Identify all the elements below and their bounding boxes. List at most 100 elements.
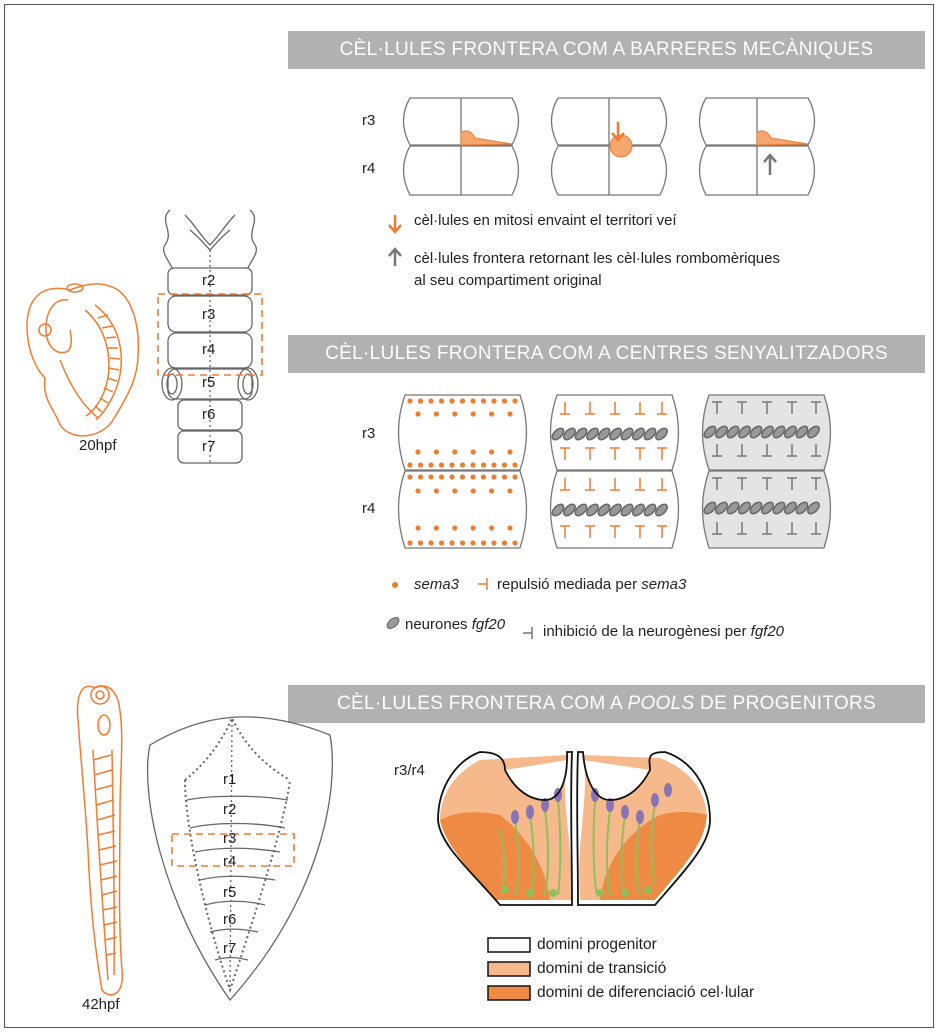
signal-row-r3: r3 <box>362 425 375 442</box>
sema3-dot <box>415 449 420 454</box>
legend-sema3: sema3 <box>414 576 459 593</box>
barrier-cell-3 <box>700 98 815 195</box>
signal-cell-1 <box>399 395 527 548</box>
sema3-dot <box>470 398 475 403</box>
fgf20-neuron <box>596 426 612 442</box>
fgf20-neuron <box>654 502 670 518</box>
sema3-dot <box>491 462 496 467</box>
rh20-r5: r5 <box>202 374 215 391</box>
legend-neurons-pre: neurones <box>405 616 472 633</box>
rh42-r1: r1 <box>223 771 236 788</box>
sema3-dot <box>418 462 423 467</box>
sema3-dot <box>502 540 507 545</box>
repulsion-glyph <box>610 448 620 460</box>
sema3-dot <box>428 474 433 479</box>
rh42-r5: r5 <box>223 884 236 901</box>
legend-neuron-mark <box>385 615 401 630</box>
barrier-cell-1 <box>404 98 519 195</box>
rh20-r2: r2 <box>202 272 215 289</box>
barrier-row-r4: r4 <box>362 160 375 177</box>
legend-mitosis: cèl·lules en mitosi envaint el territori… <box>414 212 677 229</box>
barrier-arrows <box>389 122 776 266</box>
sema3-dot <box>407 540 412 545</box>
repulsion-glyph <box>560 402 570 414</box>
sema3-dot <box>471 525 476 530</box>
rh42-r2: r2 <box>223 801 236 818</box>
legend-neurons: neurones fgf20 <box>405 616 505 633</box>
legend-boundary-line1: cèl·lules frontera retornant les cèl·lul… <box>414 250 780 267</box>
pool-section <box>438 752 710 905</box>
repulsion-glyph <box>610 526 620 538</box>
embryo-42hpf-drawing <box>78 686 123 995</box>
legend-sema3-dot <box>392 582 398 588</box>
repulsion-glyph <box>657 478 667 490</box>
sema3-dot <box>507 449 512 454</box>
sema3-dot <box>434 411 439 416</box>
repulsion-glyph <box>610 478 620 490</box>
hindbrain-20hpf <box>158 210 262 463</box>
pool-legend-transition: domini de transició <box>537 960 666 978</box>
rh42-r3: r3 <box>223 830 236 847</box>
sema3-dot <box>415 411 420 416</box>
rh20-r3: r3 <box>202 306 215 323</box>
repulsion-glyph <box>635 478 645 490</box>
rh20-r6: r6 <box>202 406 215 423</box>
sema3-dot <box>489 488 494 493</box>
sema3-dot <box>470 540 475 545</box>
repulsion-glyph <box>635 402 645 414</box>
repulsion-glyph <box>585 478 595 490</box>
sema3-dot <box>481 474 486 479</box>
hindbrain-42hpf <box>148 717 333 1000</box>
rh20-r4: r4 <box>202 341 215 358</box>
sema3-dot <box>434 525 439 530</box>
sema3-dot <box>418 474 423 479</box>
sema3-dot <box>471 449 476 454</box>
repulsion-glyph <box>560 526 570 538</box>
swatch-differentiation <box>488 986 530 1000</box>
legend-repulsion-em: sema3 <box>641 576 686 593</box>
sema3-dot <box>439 474 444 479</box>
fgf20-neuron <box>631 426 647 442</box>
sema3-dot <box>407 474 412 479</box>
repulsion-glyph <box>560 478 570 490</box>
sema3-dot <box>415 488 420 493</box>
sema3-dot <box>418 398 423 403</box>
fgf20-neuron <box>573 502 589 518</box>
pool-legend-progenitor: domini progenitor <box>537 936 657 954</box>
sema3-dot <box>512 398 517 403</box>
sema3-dot <box>507 411 512 416</box>
sema3-dot <box>434 449 439 454</box>
sema3-dot <box>452 449 457 454</box>
sema3-dot <box>449 474 454 479</box>
sema3-dot <box>481 398 486 403</box>
legend-inhibition-mark <box>523 627 532 639</box>
sema3-dot <box>460 474 465 479</box>
signal-cell-2 <box>551 395 679 548</box>
legend-repulsion: repulsió mediada per sema3 <box>497 576 686 593</box>
repulsion-glyph <box>560 448 570 460</box>
fgf20-neuron <box>550 502 566 518</box>
legend-inhibition-em: fgf20 <box>751 623 784 640</box>
rh42-r6: r6 <box>223 911 236 928</box>
sema3-dot <box>470 474 475 479</box>
sema3-dot <box>512 474 517 479</box>
sema3-dot <box>439 398 444 403</box>
pool-legend-swatches <box>488 938 530 1000</box>
fgf20-neuron <box>562 426 578 442</box>
pool-legend-differentiation: domini de diferenciació cel·lular <box>537 984 754 1002</box>
sema3-dot <box>489 525 494 530</box>
fgf20-neuron <box>608 502 624 518</box>
sema3-dot <box>502 462 507 467</box>
fgf20-neuron <box>596 502 612 518</box>
sema3-dot <box>415 525 420 530</box>
repulsion-glyph <box>610 402 620 414</box>
sema3-dot <box>502 474 507 479</box>
sema3-dot <box>452 488 457 493</box>
sema3-dot <box>460 398 465 403</box>
sema3-dot <box>512 462 517 467</box>
sema3-dot <box>481 462 486 467</box>
sema3-dot <box>491 398 496 403</box>
fgf20-neuron <box>585 502 601 518</box>
sema3-dot <box>471 411 476 416</box>
